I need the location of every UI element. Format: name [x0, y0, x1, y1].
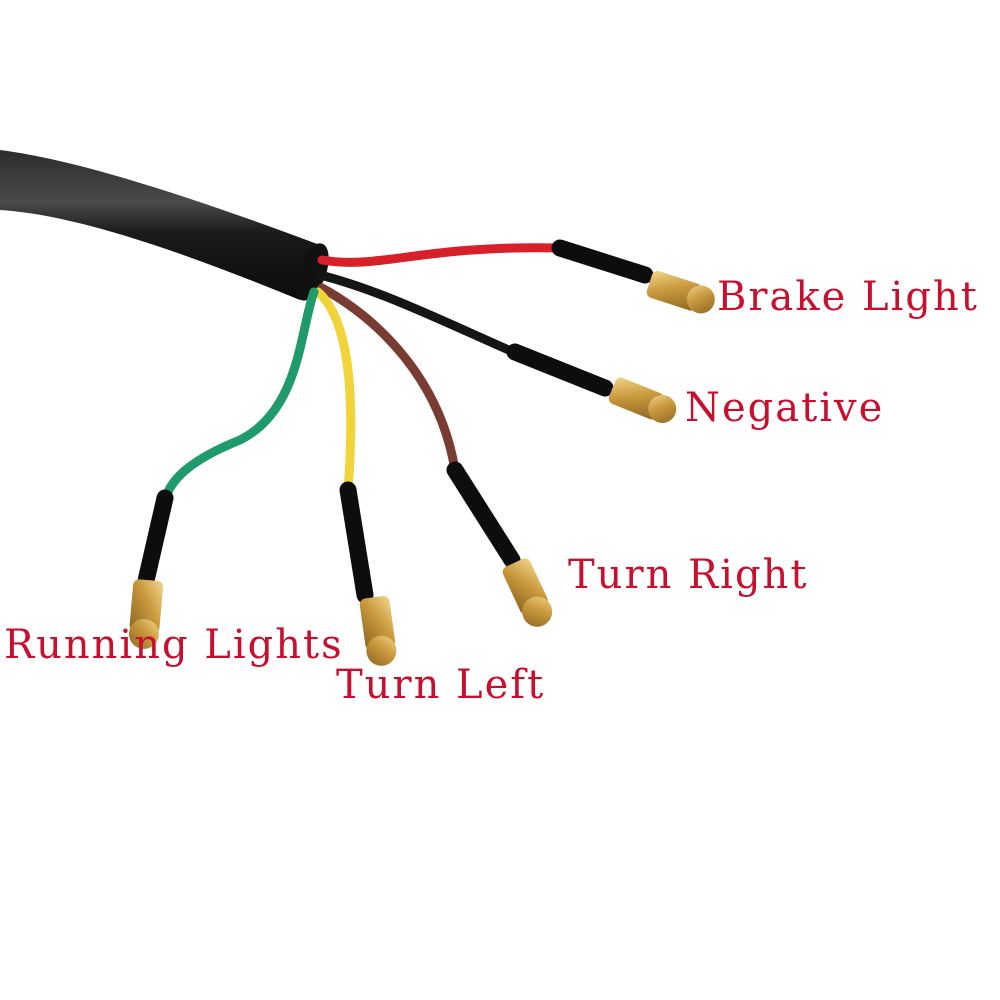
sleeve-green	[136, 489, 174, 594]
label-negative: Negative	[685, 385, 885, 431]
label-running-lights: Running Lights	[4, 622, 344, 668]
wire-yellow	[313, 287, 356, 495]
label-turn-right: Turn Right	[568, 552, 809, 598]
wire-red	[317, 243, 565, 267]
wire-brown	[317, 283, 460, 475]
label-turn-left: Turn Left	[336, 662, 546, 708]
sleeve-yellow	[339, 481, 374, 604]
terminal-brake	[646, 270, 715, 314]
terminal-turn-right	[502, 558, 553, 627]
sleeve-brown	[446, 461, 521, 569]
wire-green	[160, 287, 319, 505]
terminal-negative	[608, 377, 677, 423]
sleeve-red	[551, 239, 654, 284]
terminal-running	[128, 579, 164, 649]
wire-black	[315, 270, 525, 360]
sleeve-black	[506, 343, 614, 397]
label-brake-light: Brake Light	[717, 274, 979, 320]
cable-sheath	[0, 150, 320, 300]
terminal-turn-left	[359, 595, 397, 666]
